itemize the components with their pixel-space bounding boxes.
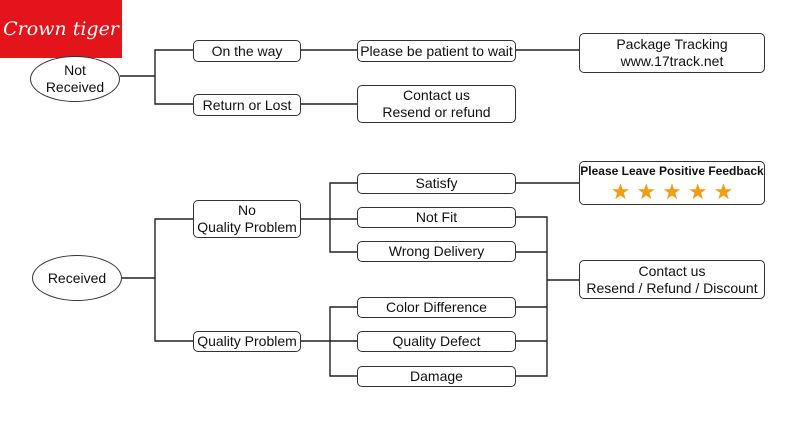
node-no-quality-problem-line1: No	[238, 202, 256, 218]
node-contact-resend-refund-discount: Contact us Resend / Refund / Discount	[579, 260, 765, 299]
node-wrong-delivery: Wrong Delivery	[357, 241, 516, 262]
node-on-the-way: On the way	[193, 40, 301, 62]
node-no-quality-problem-line2: Quality Problem	[197, 219, 297, 235]
node-quality-problem: Quality Problem	[193, 331, 301, 352]
node-contact-resend-refund-line2: Resend or refund	[382, 104, 491, 120]
node-satisfy-label: Satisfy	[415, 175, 458, 191]
connector-quality-problem	[301, 306, 357, 377]
node-not-received: Not Received	[30, 56, 120, 102]
star-icon: ★	[713, 178, 734, 204]
node-quality-defect: Quality Defect	[357, 331, 516, 352]
brand-logo: Crown tiger	[0, 0, 122, 58]
connector-to-contact	[516, 216, 579, 377]
node-contact-resend-refund: Contact us Resend or refund	[357, 85, 516, 123]
node-wrong-delivery-label: Wrong Delivery	[388, 243, 485, 259]
node-not-fit-label: Not Fit	[415, 209, 458, 225]
node-contact-discount-line1: Contact us	[638, 262, 706, 279]
node-positive-feedback: Please Leave Positive Feedback ★★★★★	[579, 161, 765, 205]
connector-not-received	[120, 49, 193, 105]
node-not-received-line1: Not	[64, 62, 86, 78]
node-satisfy: Satisfy	[357, 173, 516, 194]
node-color-difference-label: Color Difference	[386, 299, 487, 315]
node-return-or-lost-label: Return or Lost	[202, 96, 292, 113]
node-return-or-lost: Return or Lost	[193, 94, 301, 116]
node-no-quality-problem: No Quality Problem	[193, 200, 301, 238]
node-quality-defect-label: Quality Defect	[392, 333, 481, 349]
star-rating: ★★★★★	[610, 178, 734, 204]
node-please-wait-label: Please be patient to wait	[360, 42, 513, 59]
node-package-tracking: Package Tracking www.17track.net	[579, 33, 765, 73]
node-package-tracking-line2: www.17track.net	[620, 53, 724, 69]
node-quality-problem-label: Quality Problem	[197, 333, 297, 349]
node-please-wait: Please be patient to wait	[357, 40, 516, 62]
node-contact-discount-line2: Resend / Refund / Discount	[586, 279, 758, 296]
node-contact-resend-refund-line1: Contact us	[403, 87, 470, 103]
node-color-difference: Color Difference	[357, 297, 516, 318]
node-not-fit: Not Fit	[357, 207, 516, 228]
star-icon: ★	[610, 178, 631, 204]
star-icon: ★	[687, 178, 708, 204]
connector-received	[122, 218, 193, 342]
node-damage: Damage	[357, 366, 516, 387]
connector-no-quality-problem	[301, 182, 357, 253]
star-icon: ★	[636, 178, 657, 204]
node-positive-feedback-label: Please Leave Positive Feedback	[580, 163, 764, 178]
node-damage-label: Damage	[410, 368, 463, 384]
node-received: Received	[32, 255, 122, 301]
node-received-label: Received	[47, 269, 107, 286]
node-not-received-line2: Received	[45, 79, 105, 95]
node-package-tracking-line1: Package Tracking	[616, 36, 728, 52]
node-on-the-way-label: On the way	[211, 42, 283, 59]
star-icon: ★	[662, 178, 682, 204]
